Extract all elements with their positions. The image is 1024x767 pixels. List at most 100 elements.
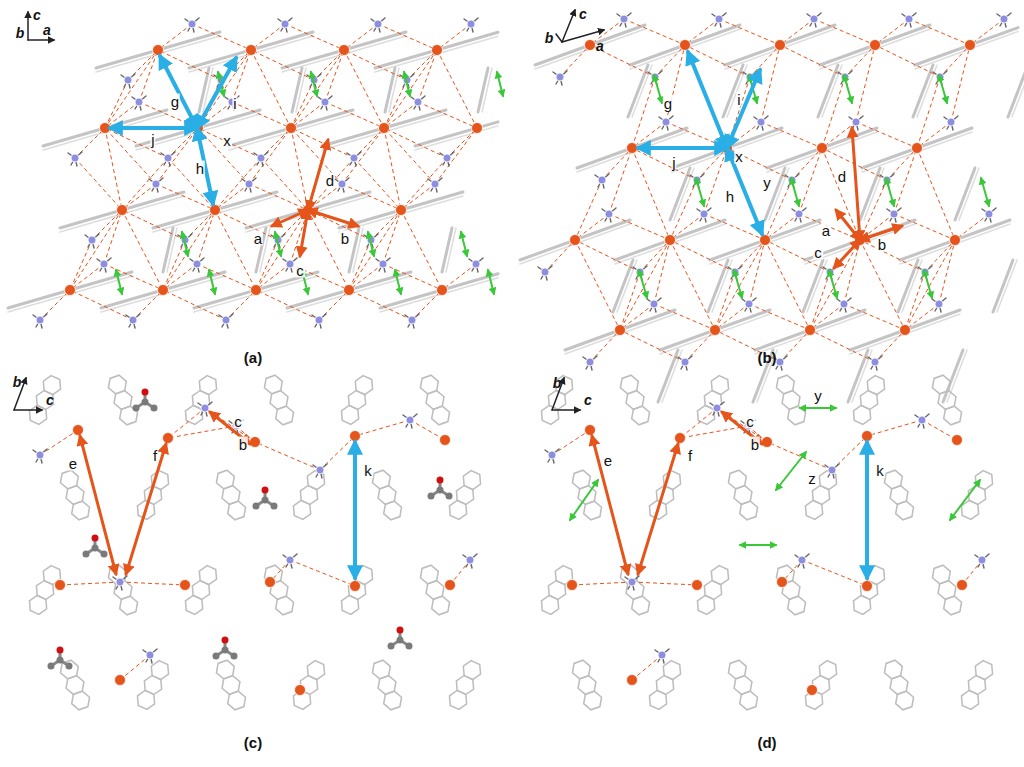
nitrogen-atom xyxy=(985,210,993,218)
ligand-stick xyxy=(850,310,960,350)
interaction-label: h xyxy=(195,161,205,176)
metal-atom xyxy=(295,685,306,696)
contact-line xyxy=(875,19,909,45)
anthracene-molecule xyxy=(134,659,172,712)
aromatic-ring xyxy=(381,689,405,711)
carbon-atom xyxy=(262,497,269,504)
metal-atom xyxy=(912,143,923,154)
contact-line xyxy=(940,45,970,77)
interaction-label: b xyxy=(877,237,887,252)
contact-line xyxy=(122,210,163,290)
carbon-atom xyxy=(406,643,413,650)
contact-line xyxy=(780,19,814,45)
metal-atom xyxy=(775,40,786,51)
contact-line xyxy=(163,240,185,290)
panel-label: (a) xyxy=(243,350,263,365)
interaction-label: k xyxy=(363,463,373,478)
pi-stack-arrow xyxy=(116,270,122,294)
contact-line xyxy=(92,210,122,240)
aromatic-ring xyxy=(708,374,732,397)
metal-atom xyxy=(957,580,968,591)
axis-label: b xyxy=(544,31,555,45)
metal-atom xyxy=(265,577,276,588)
contact-line xyxy=(168,426,236,438)
carbon-atom xyxy=(446,493,453,500)
ligand-stick xyxy=(339,192,463,228)
contact-line xyxy=(192,24,251,50)
nitrogen-atom xyxy=(315,316,323,324)
interaction-label: y xyxy=(762,175,772,190)
pi-stack-arrow xyxy=(791,178,799,206)
pi-stack-arrow xyxy=(488,270,494,294)
contact-line xyxy=(447,128,477,158)
ligand-stick xyxy=(862,128,972,168)
pi-stack-arrow xyxy=(939,75,947,103)
metal-atom xyxy=(805,325,816,336)
ligand-stick xyxy=(229,110,353,146)
metal-atom xyxy=(65,285,76,296)
carbon-atom xyxy=(92,545,99,552)
contact-line xyxy=(620,240,670,330)
contact-line xyxy=(249,184,308,210)
contact-line xyxy=(401,184,435,210)
contact-line xyxy=(572,582,632,585)
contact-line xyxy=(105,50,158,128)
contact-line xyxy=(832,436,867,470)
axis-label: c xyxy=(32,8,42,22)
contact-line xyxy=(291,50,344,128)
metal-atom xyxy=(585,40,596,51)
ligand-stick xyxy=(287,272,411,308)
aromatic-ring xyxy=(196,564,220,587)
contact-line xyxy=(383,264,442,290)
nitrogen-atom xyxy=(338,180,346,188)
carbon-atom xyxy=(213,653,220,660)
aromatic-ring xyxy=(893,689,917,711)
pi-stack-arrow xyxy=(182,232,188,256)
contact-line xyxy=(719,19,780,45)
contact-line xyxy=(158,50,221,80)
interaction-arrow xyxy=(852,128,860,240)
ligand-stick xyxy=(446,228,456,272)
aromatic-ring xyxy=(701,388,725,411)
ligand-stick xyxy=(8,272,132,308)
nitrogen-atom xyxy=(586,358,594,366)
ligand-stick xyxy=(820,25,930,65)
contact-line xyxy=(401,210,442,290)
contact-layer xyxy=(40,19,1004,680)
contact-line xyxy=(810,240,860,330)
nitrogen-atom xyxy=(947,118,955,126)
axis-line xyxy=(28,39,54,41)
nitrogen-atom xyxy=(100,260,108,268)
aromatic-ring xyxy=(273,594,297,616)
interaction-label: c xyxy=(745,414,755,429)
metal-atom xyxy=(73,425,84,436)
ligand-stick xyxy=(353,228,363,272)
contact-line xyxy=(624,19,685,45)
oxygen-atom xyxy=(92,535,99,542)
aromatic-ring xyxy=(352,374,376,397)
interaction-arrow xyxy=(638,444,678,574)
contact-line xyxy=(249,128,291,184)
aromatic-ring xyxy=(453,673,477,696)
ligand-stick xyxy=(375,32,498,68)
ligand-stick xyxy=(282,36,406,72)
contact-line xyxy=(105,128,168,158)
contact-line xyxy=(133,290,163,320)
aromatic-ring xyxy=(304,469,328,492)
contact-line xyxy=(814,19,875,45)
metal-atom xyxy=(153,45,164,56)
metal-atom xyxy=(180,580,191,591)
metal-atom xyxy=(615,325,626,336)
contact-line xyxy=(354,128,384,158)
ligand-stick xyxy=(898,260,918,312)
nitrogen-atom xyxy=(135,98,143,106)
contact-line xyxy=(765,240,830,272)
aromatic-ring xyxy=(345,578,369,601)
aromatic-ring xyxy=(338,593,362,616)
metal-atom xyxy=(567,580,578,591)
contact-line xyxy=(552,430,590,455)
contact-line xyxy=(780,45,845,77)
metal-atom xyxy=(710,325,721,336)
anthracene-molecule xyxy=(290,469,328,522)
anthracene-molecule xyxy=(214,659,249,712)
